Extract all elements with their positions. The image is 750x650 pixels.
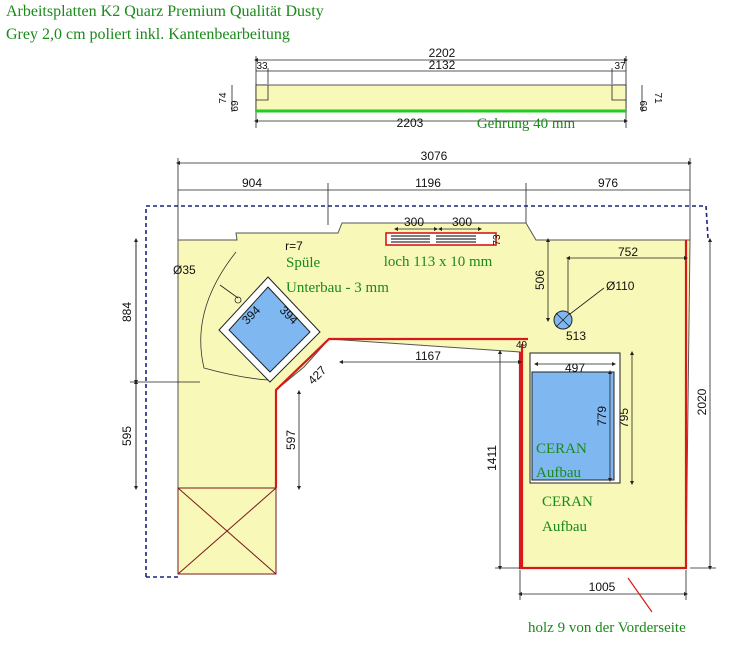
dim-69-right: 69 (637, 100, 648, 112)
tap-hole (234, 296, 242, 304)
dim-1167: 1167 (415, 349, 441, 363)
dim-752: 752 (618, 245, 638, 259)
note: holz 9 von der Vorderseite (528, 577, 686, 636)
dim-2203: 2203 (397, 116, 424, 130)
sink-label-1: Spüle (286, 255, 321, 271)
dim-3076: 3076 (421, 149, 448, 163)
dim-884: 884 (120, 302, 134, 322)
dim-427: 427 (305, 363, 329, 387)
dim-506: 506 (533, 270, 547, 290)
right-dimensions: 2020 1411 1005 (485, 238, 716, 600)
sink-label-2: Unterbau - 3 mm (286, 280, 389, 296)
dia-35: Ø35 (173, 263, 196, 277)
miter-label: Gehrung 40 mm (477, 116, 576, 132)
dim-497: 497 (565, 361, 585, 375)
dim-2020: 2020 (695, 388, 709, 415)
title-line-1: Arbeitsplatten K2 Quarz Premium Qualität… (6, 3, 324, 20)
dim-69-left: 69 (230, 100, 241, 112)
dim-976: 976 (598, 176, 618, 190)
dim-2132: 2132 (429, 58, 456, 72)
dim-74: 74 (218, 92, 229, 104)
dim-779: 779 (595, 406, 609, 426)
dim-71: 71 (652, 92, 663, 104)
top-strip: 2202 2132 33 37 2203 74 69 71 69 Gehrung… (218, 46, 663, 132)
ceran-inner (531, 371, 615, 481)
dim-597: 597 (284, 430, 298, 450)
vent-hole: 300 300 73 loch 113 x 10 mm (384, 215, 503, 270)
dia-110: Ø110 (606, 279, 635, 293)
note-label: holz 9 von der Vorderseite (528, 620, 686, 636)
dim-73: 73 (492, 234, 503, 246)
dim-1411: 1411 (485, 445, 499, 471)
dim-37: 37 (614, 61, 626, 72)
radius-label: r=7 (285, 239, 303, 253)
ceran-label-2: Aufbau (536, 465, 581, 481)
ceran2-label-1: CERAN (542, 494, 593, 510)
title-line-2: Grey 2,0 cm poliert inkl. Kantenbearbeit… (6, 26, 290, 43)
ceran2-label-2: Aufbau (542, 519, 587, 535)
hole-label: loch 113 x 10 mm (384, 254, 493, 270)
top-dimensions: 3076 904 1196 976 (176, 149, 692, 240)
dim-33: 33 (256, 61, 268, 72)
dim-1005: 1005 (589, 580, 616, 594)
dim-595: 595 (120, 426, 134, 446)
hob-area: 752 506 Ø110 513 49 497 779 795 CERAN Au… (516, 238, 688, 535)
dim-49: 49 (516, 340, 528, 351)
dim-904: 904 (242, 176, 262, 190)
wall-outline (145, 205, 709, 578)
sink: 394 394 r=7 Ø35 Spüle Unterbau - 3 mm (173, 239, 389, 383)
dim-513: 513 (566, 329, 586, 343)
miter-strip (255, 84, 627, 113)
dim-795: 795 (617, 408, 631, 428)
dim-1196: 1196 (415, 176, 441, 190)
dim-300-b: 300 (452, 215, 472, 229)
dim-2202: 2202 (429, 46, 456, 60)
ceran-label-1: CERAN (536, 441, 587, 457)
dim-300-a: 300 (404, 215, 424, 229)
